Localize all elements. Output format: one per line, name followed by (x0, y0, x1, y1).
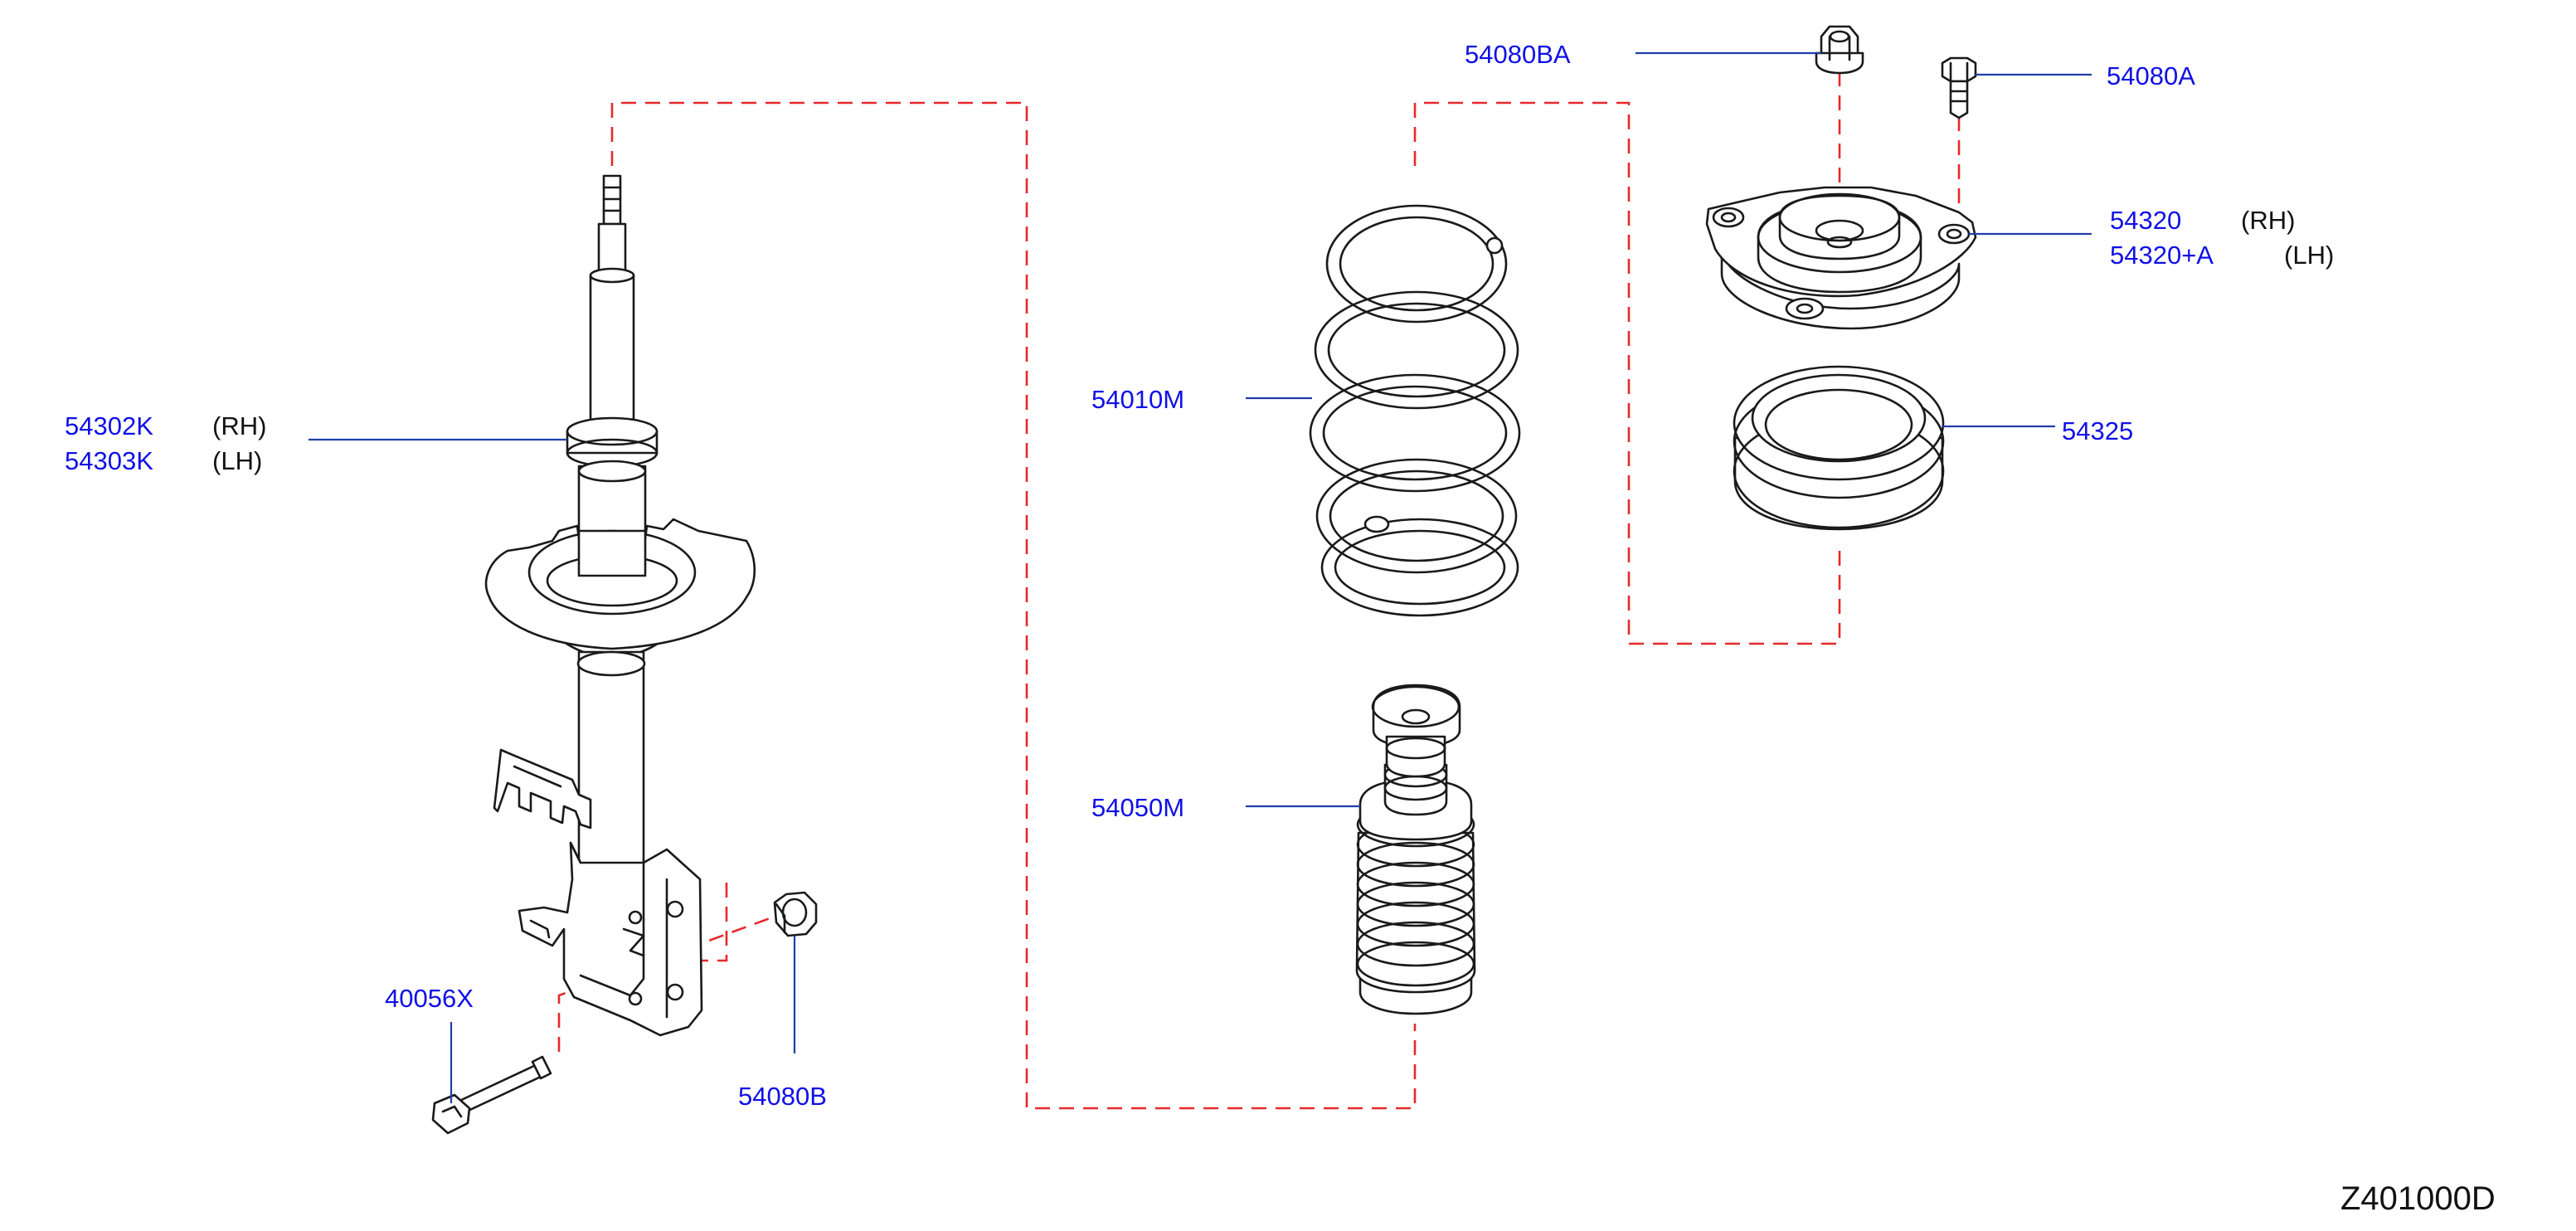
diagram-reference-code: Z401000D (2340, 1180, 2496, 1217)
strut-assembly (484, 174, 756, 1037)
side-label-strut-lh: (LH) (212, 446, 262, 475)
top-nut-54080ba (1815, 25, 1864, 75)
bound-bumper (1355, 684, 1476, 1015)
callouts: 54302K (RH) 54303K (LH) 40056X 54080B 54… (65, 40, 2334, 1111)
part-number-bolt: 40056X (385, 984, 474, 1013)
strut-bearing (1733, 365, 1945, 531)
part-number-strut-rh: 54302K (65, 411, 153, 440)
part-number-strut-lh: 54303K (65, 446, 153, 475)
part-number-mount-lh: 54320+A (2110, 241, 2214, 270)
strut-mount-insulator (1705, 186, 1977, 330)
mount-bolt-54080a (1941, 56, 1977, 119)
side-label-mount-rh: (RH) (2241, 206, 2295, 235)
part-number-mount-rh: 54320 (2110, 206, 2181, 235)
part-number-bearing: 54325 (2062, 416, 2133, 445)
part-number-bound-bumper: 54050M (1091, 793, 1184, 822)
leader-lines (309, 51, 2092, 1103)
side-label-mount-lh: (LH) (2284, 241, 2334, 270)
part-number-top-nut: 54080BA (1465, 40, 1571, 69)
nut-54080b (773, 891, 818, 937)
part-number-knuckle-nut: 54080B (738, 1082, 827, 1111)
part-number-spring: 54010M (1091, 385, 1184, 414)
part-number-mount-bolt: 54080A (2107, 61, 2195, 90)
bolt-40056x (431, 1055, 552, 1135)
side-label-strut-rh: (RH) (212, 411, 266, 440)
coil-spring (1309, 204, 1521, 617)
